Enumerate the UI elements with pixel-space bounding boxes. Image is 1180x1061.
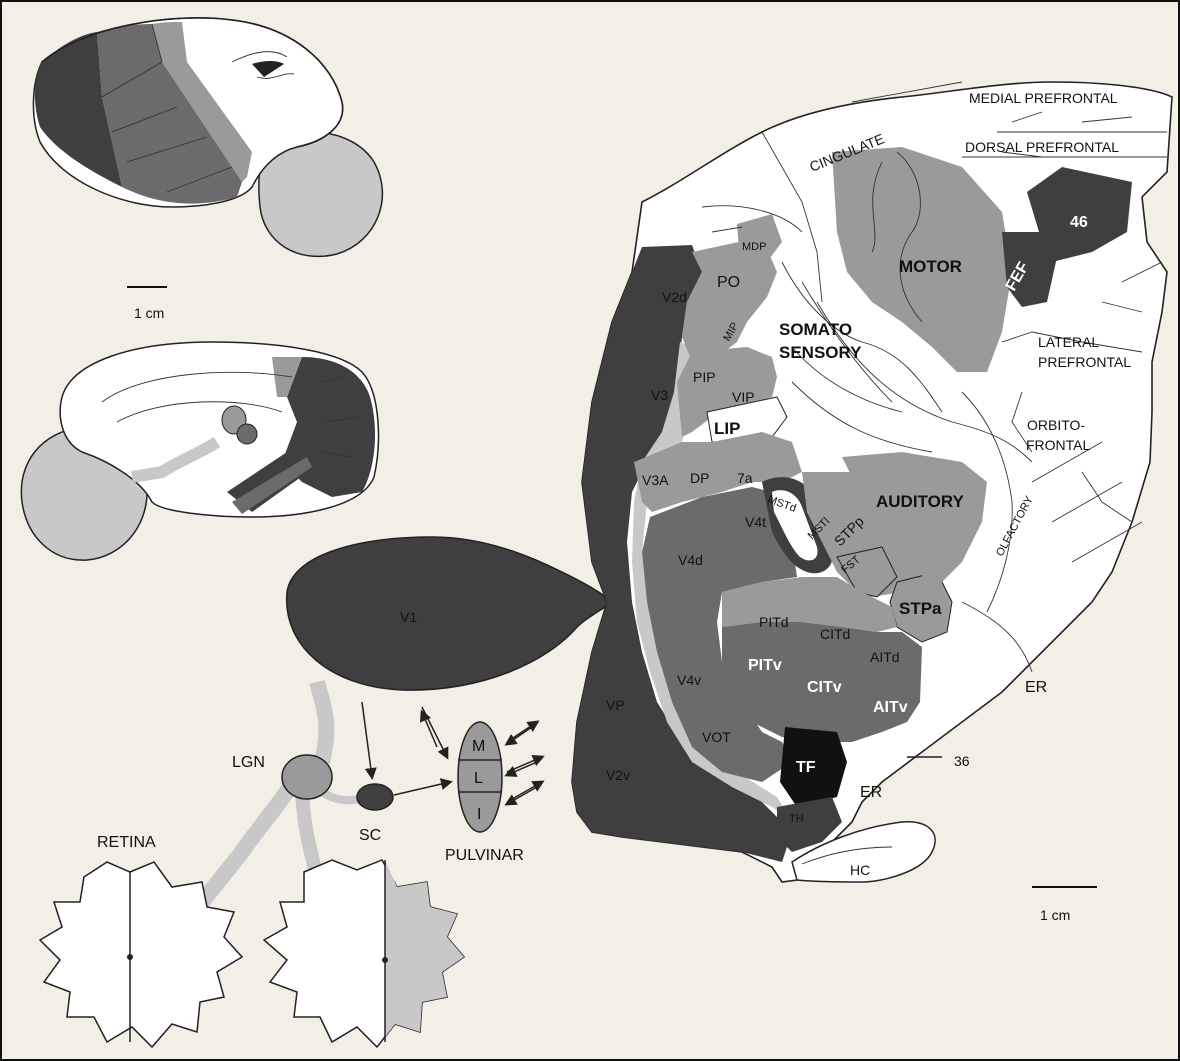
label-v4t: V4t bbox=[745, 514, 766, 530]
v1-shape bbox=[287, 537, 612, 690]
label-po: PO bbox=[717, 274, 740, 291]
label-medial-prefrontal: MEDIAL PREFRONTAL bbox=[969, 90, 1118, 106]
pulvinar-m: M bbox=[472, 738, 485, 755]
pulvinar-i: I bbox=[477, 806, 481, 823]
label-tf: TF bbox=[796, 759, 816, 776]
label-somato: SOMATO bbox=[779, 320, 852, 339]
label-er-lower: ER bbox=[860, 784, 882, 801]
label-v2d: V2d bbox=[662, 289, 687, 305]
label-pitd: PITd bbox=[759, 614, 789, 630]
lgn-nucleus bbox=[282, 755, 332, 799]
label-dp: DP bbox=[690, 470, 709, 486]
v1-region: V1 bbox=[287, 537, 612, 690]
label-stpa: STPa bbox=[899, 599, 942, 618]
label-th: TH bbox=[789, 813, 804, 825]
scale-bar-label-top: 1 cm bbox=[134, 305, 164, 321]
label-pip: PIP bbox=[693, 369, 716, 385]
label-auditory: AUDITORY bbox=[876, 492, 965, 511]
label-vip: VIP bbox=[732, 389, 755, 405]
label-retina: RETINA bbox=[97, 834, 156, 851]
label-v2v: V2v bbox=[606, 767, 630, 783]
label-pulvinar: PULVINAR bbox=[445, 847, 524, 864]
label-v3a: V3A bbox=[642, 472, 669, 488]
retina-right bbox=[264, 860, 464, 1047]
pulvinar-l: L bbox=[474, 770, 483, 787]
label-v1: V1 bbox=[400, 609, 417, 625]
scale-bar-label-bottom: 1 cm bbox=[1040, 907, 1070, 923]
label-motor: MOTOR bbox=[899, 257, 962, 276]
lateral-brain-view bbox=[33, 18, 382, 257]
label-mdp: MDP bbox=[742, 241, 766, 253]
medial-brain-view bbox=[21, 342, 378, 560]
label-7a: 7a bbox=[737, 470, 753, 486]
label-36: 36 bbox=[954, 753, 970, 769]
label-frontal: FRONTAL bbox=[1026, 437, 1091, 453]
label-sc: SC bbox=[359, 827, 381, 844]
sc-nucleus bbox=[357, 784, 393, 810]
label-vot: VOT bbox=[702, 729, 731, 745]
label-pitv: PITv bbox=[748, 657, 782, 674]
label-aitv: AITv bbox=[873, 699, 908, 716]
pulvinar: M L I PULVINAR bbox=[445, 722, 524, 864]
label-sensory: SENSORY bbox=[779, 343, 862, 362]
label-dorsal-prefrontal: DORSAL PREFRONTAL bbox=[965, 139, 1119, 155]
label-lgn: LGN bbox=[232, 754, 265, 771]
label-v3: V3 bbox=[651, 387, 668, 403]
label-lateral: LATERAL bbox=[1038, 334, 1099, 350]
label-citd: CITd bbox=[820, 626, 850, 642]
label-v4d: V4d bbox=[678, 552, 703, 568]
label-lip: LIP bbox=[714, 419, 740, 438]
label-46: 46 bbox=[1070, 214, 1088, 231]
label-prefrontal: PREFRONTAL bbox=[1038, 354, 1131, 370]
label-citv: CITv bbox=[807, 679, 842, 696]
label-aitd: AITd bbox=[870, 649, 900, 665]
label-er-upper: ER bbox=[1025, 679, 1047, 696]
label-hc: HC bbox=[850, 862, 870, 878]
label-vp: VP bbox=[606, 697, 625, 713]
label-orbito: ORBITO- bbox=[1027, 417, 1085, 433]
label-v4v: V4v bbox=[677, 672, 701, 688]
